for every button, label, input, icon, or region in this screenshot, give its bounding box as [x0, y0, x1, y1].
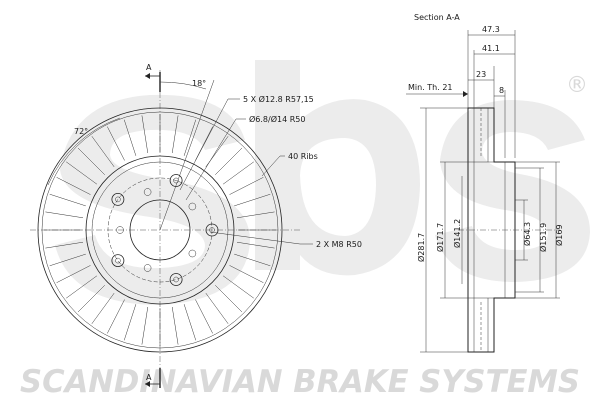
cooling-rib	[222, 161, 254, 185]
hub-hole	[143, 188, 152, 196]
dim-bolt-circle: Ø151.9	[538, 223, 548, 252]
cooling-rib	[91, 136, 115, 168]
disc-outer-inner-edge	[41, 111, 279, 349]
bolt-circle	[107, 177, 213, 283]
cooling-rib	[66, 275, 98, 299]
cooling-rib	[123, 304, 137, 341]
cooling-rib	[234, 193, 271, 207]
cooling-rib	[45, 241, 84, 249]
section-marker-bottom: A	[145, 368, 161, 388]
hub-hole	[116, 226, 124, 234]
bolt-hole	[111, 192, 125, 206]
callout-hub-holes: Ø6.8/Ø14 R50	[249, 114, 305, 124]
cooling-rib	[171, 306, 179, 345]
bolt-hole-center	[173, 177, 179, 184]
cooling-rib	[215, 147, 243, 175]
cooling-rib	[195, 299, 213, 334]
callout-bolt-holes: 5 X Ø12.8 R57,15	[243, 94, 314, 104]
section-marker-top: A	[145, 63, 161, 92]
bolt-hole-center	[173, 276, 179, 283]
cooling-rib	[49, 193, 86, 207]
dim-width-total: 47.3	[482, 25, 500, 34]
cooling-rib	[236, 241, 275, 249]
cooling-rib	[107, 126, 125, 161]
cooling-rib	[77, 147, 105, 175]
cooling-rib	[141, 115, 149, 154]
callout-threads: 2 X M8 R50	[316, 240, 362, 249]
bolt-hole-center	[115, 196, 121, 203]
bolt-hole	[205, 223, 219, 237]
registered-mark: ®	[566, 73, 588, 98]
cooling-rib	[229, 265, 264, 283]
cooling-rib	[56, 265, 91, 283]
bolt-hole	[169, 273, 183, 286]
cooling-rib	[123, 119, 137, 156]
cooling-rib	[141, 306, 149, 345]
cooling-rib	[205, 292, 229, 324]
section-marker-top-label: A	[146, 63, 152, 72]
bolt-hole	[169, 174, 183, 187]
cooling-ribs	[44, 114, 276, 346]
bolt-hole	[111, 254, 125, 268]
bolt-holes	[111, 174, 219, 286]
cooling-rib	[236, 211, 275, 219]
cooling-rib	[171, 115, 179, 154]
dim-outer-diameter: Ø281.7	[416, 233, 426, 262]
dim-thickness: 23	[476, 70, 486, 79]
dim-inner-ring-diameter: Ø171.7	[435, 223, 445, 252]
footer-brand-text: SCANDINAVIAN BRAKE SYSTEMS	[20, 364, 580, 400]
vent-angle-arc	[47, 117, 121, 186]
callout-ribs: 40 Ribs	[288, 152, 318, 161]
hat-outer-edge	[91, 161, 229, 299]
front-view: A A 72° 18° 5 X Ø12.8 R57,15 Ø6.8/Ø1	[30, 63, 362, 388]
cooling-rib	[229, 177, 264, 195]
dim-hat-outer: Ø169	[554, 224, 564, 246]
cooling-rib	[234, 253, 271, 267]
bolt-hole-center	[115, 257, 121, 264]
cooling-rib	[222, 275, 254, 299]
cooling-rib	[183, 304, 197, 341]
dim-flange: 8	[499, 86, 504, 95]
section-marker-bottom-label: A	[146, 373, 152, 382]
cooling-rib	[107, 299, 125, 334]
cooling-rib	[77, 285, 105, 313]
cooling-rib	[45, 211, 84, 219]
hub-hole	[188, 202, 197, 211]
bolt-angle-label: 18°	[192, 79, 206, 88]
friction-ring-inner-edge	[85, 155, 235, 305]
bolt-angle-arc	[159, 81, 207, 90]
cooling-rib	[56, 177, 91, 195]
dim-hat-diameter: Ø141.2	[452, 219, 462, 248]
cooling-rib	[49, 253, 86, 267]
hub-hole	[143, 264, 152, 272]
cooling-rib	[91, 292, 115, 324]
cooling-rib	[66, 161, 98, 185]
disc-outer-edge	[37, 107, 283, 353]
vent-angle-label: 72°	[74, 127, 88, 136]
hub-hole	[188, 249, 197, 258]
cooling-rib	[215, 285, 243, 313]
min-thickness-label: Min. Th. 21	[408, 83, 453, 92]
section-title: Section A-A	[414, 13, 460, 22]
cooling-rib	[183, 119, 197, 156]
dim-width-hat: 41.1	[482, 44, 500, 53]
sbs-logo-watermark: ®	[55, 60, 590, 305]
section-view: Section A-A 47.3 41.1 23 8 Min. Th. 21	[406, 13, 564, 353]
center-bore	[129, 199, 191, 261]
dim-center-bore: Ø64.3	[522, 222, 532, 246]
